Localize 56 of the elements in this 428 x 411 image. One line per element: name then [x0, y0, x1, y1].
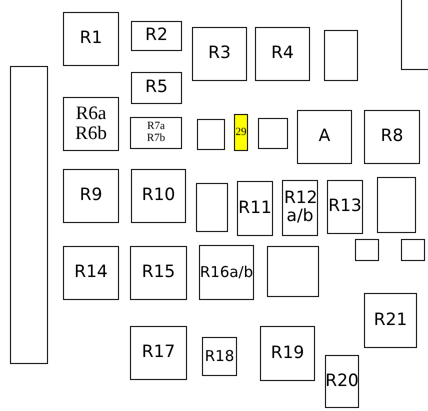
empty-relay-slot: [324, 30, 358, 81]
relay-label: R14: [74, 264, 108, 282]
relay-slot: [130, 246, 187, 300]
relay-slot: [63, 169, 119, 223]
relay-slot: [63, 12, 119, 66]
relay-slot: [192, 27, 247, 81]
empty-relay-slot: [258, 118, 288, 149]
relay-slot: [255, 27, 310, 81]
relay-slot: [130, 326, 187, 380]
relay-label: A: [318, 128, 330, 146]
relay-label: R15: [142, 264, 176, 282]
empty-relay-slot: [267, 246, 319, 297]
relay-slot: [237, 181, 273, 236]
relay-slot: [364, 293, 417, 348]
relay-label: R10: [142, 187, 176, 205]
empty-relay-slot: [355, 239, 379, 261]
relay-slot: [63, 246, 119, 300]
empty-relay-slot: [10, 66, 48, 364]
relay-label: R16a/b: [200, 264, 254, 280]
relay-slot: [234, 114, 248, 151]
relay-slot: [130, 117, 182, 149]
relay-label: R19: [270, 344, 304, 362]
relay-slot: [131, 21, 182, 51]
empty-relay-slot: [197, 119, 225, 150]
relay-label: R13: [328, 198, 362, 216]
relay-label: R9: [80, 187, 102, 205]
relay-label: R21: [374, 312, 408, 330]
relay-slot: [131, 72, 182, 104]
empty-relay-slot: [377, 177, 416, 233]
empty-relay-slot: [401, 0, 428, 70]
relay-slot: [364, 110, 420, 164]
relay-slot: [327, 180, 363, 234]
relay-label: R3: [208, 45, 231, 63]
relay-slot: [297, 110, 352, 164]
relay-slot: [325, 355, 359, 408]
relay-label: R8: [380, 128, 404, 146]
relay-slot: [260, 326, 315, 381]
relay-slot: [131, 169, 186, 223]
relay-label: R11: [238, 200, 272, 218]
relay-label: R7a R7b: [146, 121, 166, 145]
relay-slot: [202, 337, 237, 376]
relay-label: 29: [236, 126, 246, 138]
relay-label: R17: [142, 344, 176, 362]
relay-label: R4: [271, 45, 294, 63]
relay-label: R12 a/b: [284, 190, 316, 226]
empty-relay-slot: [196, 183, 228, 232]
relay-label: R18: [204, 348, 234, 364]
empty-relay-slot: [401, 239, 425, 261]
relay-label: R2: [145, 27, 168, 45]
relay-label: R1: [80, 30, 102, 48]
relay-label: R6a R6b: [74, 104, 108, 144]
relay-slot: [282, 180, 318, 236]
relay-label: R20: [325, 372, 359, 390]
relay-slot: [199, 245, 254, 300]
relay-label: R5: [145, 79, 168, 97]
relay-slot: [63, 97, 119, 151]
